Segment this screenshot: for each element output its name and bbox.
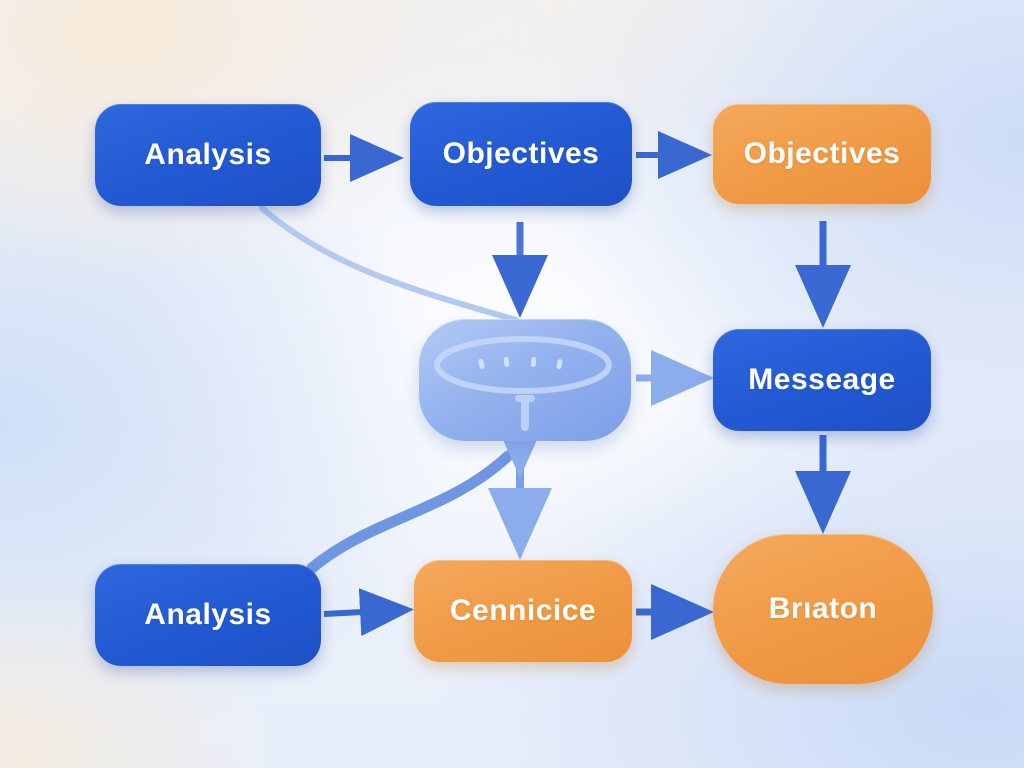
ellipse-table-icon [434,336,612,431]
node-label: Analysis [144,598,272,631]
node-messeage: Messeage [713,329,931,431]
node-analysis-bottom: Analysis [95,564,321,666]
node-label: Messeage [748,363,896,396]
edge-analysis-top-to-center-curve [259,205,519,323]
node-label: Cennicice [449,594,597,627]
node-label: Brıaton [768,592,878,625]
edge-analysis-bottom-to-center-curve [306,450,514,574]
node-analysis-top: Analysis [95,104,321,206]
node-objectives-blue: Objectives [410,102,632,206]
node-label: Analysis [144,138,272,171]
node-objectives-orange: Objectives [713,104,931,204]
node-label: Objectives [743,137,901,170]
node-briaton: Brıaton [713,534,933,684]
node-center-icon [419,319,631,441]
node-cennicice: Cennicice [414,560,632,662]
edge-analysis-to-cennicice-arrow [323,588,414,637]
node-label: Objectives [442,137,600,170]
